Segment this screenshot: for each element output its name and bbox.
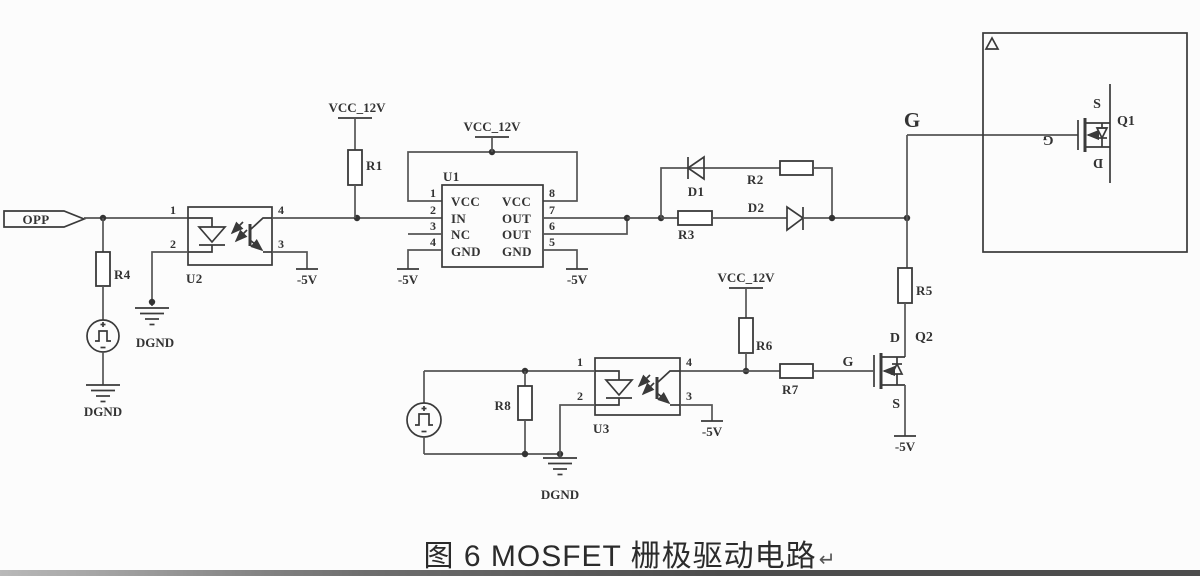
vcc12v-label: VCC_12V	[328, 100, 386, 115]
dgnd-label: DGND	[136, 335, 174, 350]
dgnd-label: DGND	[84, 404, 122, 419]
u2-pin3: 3	[278, 237, 284, 251]
u3-pin4: 4	[686, 355, 692, 369]
dgnd-ground-icon: DGND	[84, 384, 122, 419]
u1-pin-num: 3	[430, 219, 436, 233]
pulse-source-icon	[406, 371, 442, 454]
r2-label: R2	[747, 172, 764, 187]
r6-resistor: R6	[738, 317, 773, 371]
g-node-label: G	[904, 108, 920, 132]
d2-label: D2	[748, 200, 765, 215]
u2-optocoupler: U2 1 2 4 3	[170, 203, 284, 286]
r3-resistor: R3	[677, 210, 713, 242]
neg5v-power-icon: -5V	[397, 268, 419, 287]
figure-caption: 图 6 MOSFET 栅极驱动电路↵	[0, 531, 1200, 575]
u2-pin1: 1	[170, 203, 176, 217]
r3-label: R3	[678, 227, 695, 242]
pulse-source-icon	[86, 286, 120, 385]
q1-drain-label: D	[1093, 155, 1103, 170]
r8-resistor: R8	[495, 371, 533, 454]
u2-label: U2	[186, 271, 203, 286]
neg5v-power-icon: -5V	[894, 435, 916, 454]
q2-source-label: S	[892, 397, 900, 412]
neg5v-label: -5V	[297, 272, 318, 287]
q1-subsheet: S Q1 G D	[982, 32, 1188, 253]
vcc-power-icon: VCC_12V	[463, 119, 521, 152]
r1-resistor: R1	[347, 149, 383, 218]
neg5v-label: -5V	[567, 272, 588, 287]
u1-pin-num: 1	[430, 186, 436, 200]
u2-pin2: 2	[170, 237, 176, 251]
u1-pin-name: OUT	[502, 211, 531, 226]
r8-label: R8	[495, 398, 512, 413]
u3-pin3: 3	[686, 389, 692, 403]
r1-label: R1	[366, 158, 383, 173]
u1-pin-num: 2	[430, 203, 436, 217]
return-mark: ↵	[818, 549, 837, 571]
u2-pin4: 4	[278, 203, 284, 217]
bottom-edge-bar	[0, 570, 1200, 576]
neg5v-label: -5V	[398, 272, 419, 287]
q1-label: Q1	[1117, 114, 1135, 129]
u1-pin-name: VCC	[502, 194, 531, 209]
r6-label: R6	[756, 338, 773, 353]
q2-label: Q2	[915, 330, 933, 345]
dgnd-label: DGND	[541, 487, 579, 502]
u1-pin-name: GND	[502, 244, 532, 259]
r4-resistor: R4	[95, 218, 131, 287]
q1-gate-label: G	[1042, 132, 1053, 147]
u3-label: U3	[593, 421, 610, 436]
u1-pin-name: IN	[451, 211, 466, 226]
r5-label: R5	[916, 283, 933, 298]
d1-diode: D1	[686, 155, 705, 199]
neg5v-power-icon: -5V	[701, 420, 723, 439]
neg5v-label: -5V	[895, 439, 916, 454]
u1-pin-num: 4	[430, 235, 436, 249]
u1-pin-num: 7	[549, 203, 555, 217]
u1-driver-ic: VCC_12V U1 1 2 3 4 8 7 6 5 VCC IN NC GND…	[407, 119, 631, 269]
q2-mosfet	[873, 353, 905, 389]
u1-pin-name: GND	[451, 244, 481, 259]
r7-label: R7	[782, 382, 799, 397]
u1-pin-num: 5	[549, 235, 555, 249]
d2-diode: D2	[748, 200, 805, 232]
u3-optocoupler: U3 1 2 4 3	[577, 355, 692, 436]
u3-pin2: 2	[577, 389, 583, 403]
u1-pin-num: 8	[549, 186, 555, 200]
vcc-power-icon: VCC_12V	[717, 270, 775, 318]
u3-pin1: 1	[577, 355, 583, 369]
u1-pin-num: 6	[549, 219, 555, 233]
u1-label: U1	[443, 169, 460, 184]
opp-port-label: OPP	[23, 212, 50, 227]
sheet-marker-icon	[984, 36, 1000, 50]
q1-mosfet	[1077, 118, 1110, 152]
r5-resistor: R5	[897, 267, 933, 304]
u1-pin-name: VCC	[451, 194, 480, 209]
vcc12v-label: VCC_12V	[717, 270, 775, 285]
q1-source-label: S	[1093, 97, 1101, 112]
u1-pin-name: OUT	[502, 227, 531, 242]
dgnd-ground-icon: DGND	[135, 307, 174, 350]
r4-label: R4	[114, 267, 131, 282]
u1-pin-name: NC	[451, 227, 470, 242]
opp-port: OPP	[3, 210, 87, 228]
neg5v-power-icon: -5V	[296, 268, 318, 287]
vcc12v-label: VCC_12V	[463, 119, 521, 134]
vcc-power-icon: VCC_12V	[328, 100, 386, 150]
r7-resistor: R7	[779, 363, 814, 397]
q2-drain-label: D	[890, 331, 900, 346]
dgnd-ground-icon: DGND	[541, 454, 579, 502]
q2-gate-label: G	[843, 355, 854, 370]
neg5v-power-icon: -5V	[566, 268, 588, 287]
r2-resistor: R2	[747, 160, 814, 187]
figure-caption-text: 图 6 MOSFET 栅极驱动电路	[423, 540, 817, 573]
d1-label: D1	[688, 184, 705, 199]
neg5v-label: -5V	[702, 424, 723, 439]
